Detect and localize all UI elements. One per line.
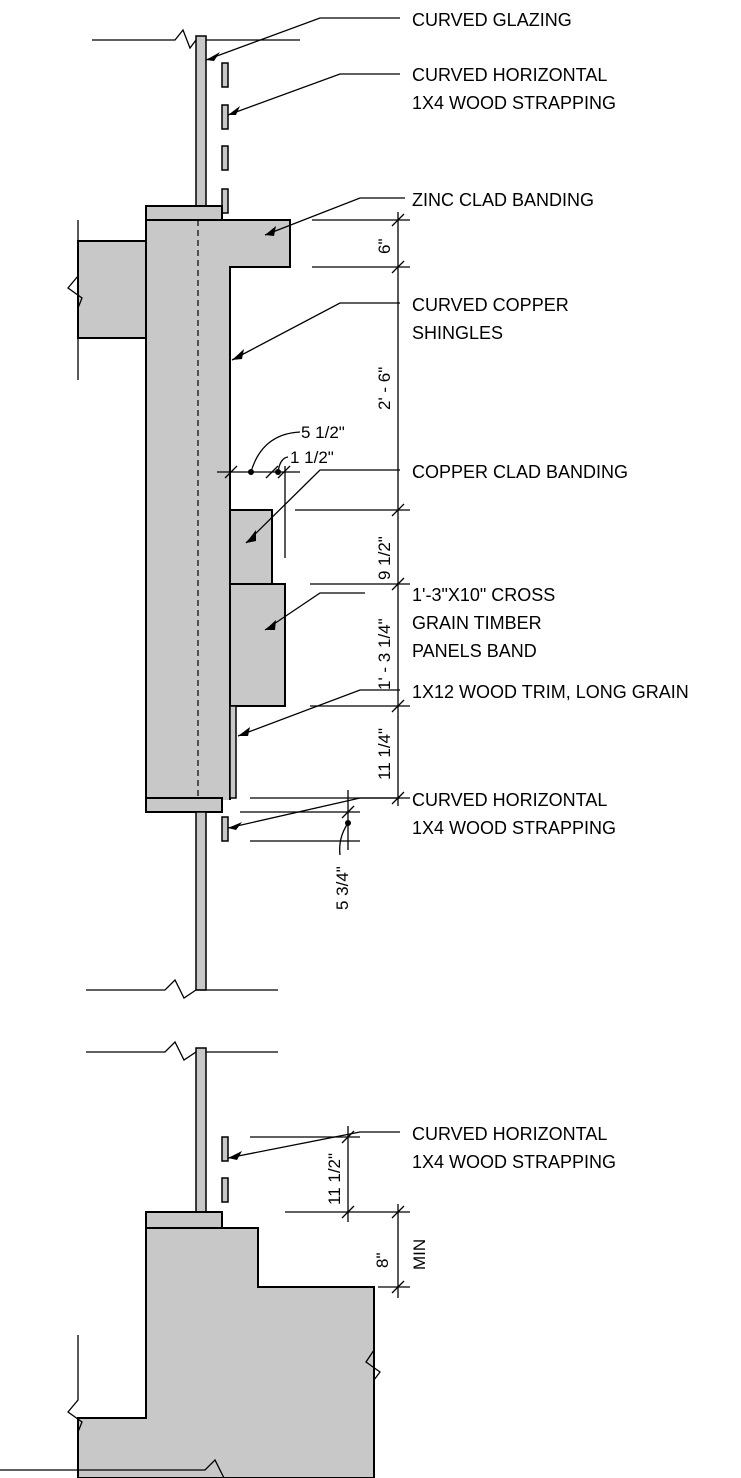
timber-panel-band — [229, 583, 286, 707]
label-copper-shingles-1: CURVED COPPER — [412, 295, 569, 315]
foundation-wall — [77, 1227, 375, 1478]
leader-shingles — [231, 302, 400, 361]
dim-shingle-height: 2' - 6" — [375, 367, 394, 410]
dim-tick — [341, 805, 355, 819]
dim-base-min: MIN — [410, 1239, 429, 1270]
strapping-piece — [221, 188, 229, 214]
offset-leader — [277, 456, 289, 473]
label-timber-panels-2: GRAIN TIMBER — [412, 613, 542, 633]
foundation-break-right — [365, 1287, 381, 1478]
leader-copper-band — [245, 469, 400, 544]
offset-leader — [250, 431, 301, 473]
arrowhead — [228, 1151, 242, 1160]
dim-trim-height: 11 1/4" — [375, 728, 394, 780]
label-timber-panels-3: PANELS BAND — [412, 641, 537, 661]
labels: CURVED GLAZING CURVED HORIZONTAL 1X4 WOO… — [412, 10, 689, 1172]
arrowhead — [206, 52, 220, 61]
label-wood-trim: 1X12 WOOD TRIM, LONG GRAIN — [412, 682, 689, 702]
upper-dimensions — [217, 212, 410, 856]
sill-cap — [145, 1211, 223, 1229]
leader-strapping-top — [227, 73, 400, 116]
arrowhead — [232, 349, 244, 360]
label-strapping-top-2: 1X4 WOOD STRAPPING — [412, 93, 616, 113]
break-line-top — [92, 28, 300, 50]
leader-strapping-low — [227, 1131, 400, 1159]
arrowhead — [228, 106, 240, 115]
upper-assembly — [67, 28, 300, 999]
curved-glazing-panel-base — [195, 1047, 207, 1215]
top-cap-flashing — [145, 205, 223, 221]
leader-zinc — [264, 197, 405, 236]
leader-trim — [237, 689, 400, 737]
dim-tick — [224, 465, 291, 479]
dim-base-height: 8" — [373, 1253, 392, 1269]
curved-glazing-panel-lower — [195, 811, 207, 991]
dim-timber-band-height: 1' - 3 1/4" — [375, 618, 394, 690]
label-strapping-low-2: 1X4 WOOD STRAPPING — [412, 1152, 616, 1172]
dimension-text: 6" 2' - 6" 9 1/2" 1' - 3 1/4" 11 1/4" 5 … — [290, 239, 429, 1271]
leader-glazing — [205, 17, 400, 61]
dim-strap-offset: 5 3/4" — [333, 866, 352, 910]
strapping-piece — [221, 1177, 229, 1203]
dim-strap-spacing: 11 1/2" — [325, 1153, 344, 1205]
strapping-piece — [221, 145, 229, 171]
label-strapping-mid-2: 1X4 WOOD STRAPPING — [412, 818, 616, 838]
leader-strapping-mid — [227, 797, 400, 829]
label-curved-glazing: CURVED GLAZING — [412, 10, 572, 30]
arrowhead — [265, 226, 276, 236]
wood-trim — [229, 705, 237, 799]
offset-leader — [339, 822, 349, 856]
break-line-mid-upper — [86, 978, 278, 999]
label-zinc-banding: ZINC CLAD BANDING — [412, 190, 594, 210]
label-strapping-low-1: CURVED HORIZONTAL — [412, 1124, 607, 1144]
strapping-piece — [221, 104, 229, 130]
lower-annotations — [227, 1126, 410, 1298]
dim-tick — [341, 1130, 355, 1219]
dim-offset-5-1-2: 5 1/2" — [301, 423, 345, 442]
wall-column — [146, 267, 230, 800]
arrowhead — [238, 727, 250, 736]
arrowhead — [246, 530, 256, 543]
copper-clad-band — [229, 509, 273, 585]
arrowhead — [265, 620, 276, 630]
curved-glazing-panel — [195, 35, 207, 209]
dim-tick — [391, 1205, 405, 1294]
break-line-bottom — [0, 1458, 225, 1478]
strapping-piece — [221, 62, 229, 88]
arrowhead — [228, 822, 242, 830]
lower-assembly — [0, 1040, 381, 1478]
break-line-mid-lower — [86, 1040, 278, 1061]
dim-zinc-height: 6" — [375, 239, 394, 255]
dim-offset-1-1-2: 1 1/2" — [290, 448, 334, 467]
label-timber-panels-1: 1'-3"X10" CROSS — [412, 585, 555, 605]
strapping-piece — [221, 1136, 229, 1162]
dim-tick — [391, 213, 405, 805]
label-copper-shingles-2: SHINGLES — [412, 323, 503, 343]
leader-timber — [264, 592, 365, 631]
upper-leaders — [205, 17, 405, 830]
label-copper-banding: COPPER CLAD BANDING — [412, 462, 628, 482]
bottom-cap-flashing — [145, 797, 223, 813]
strapping-piece — [221, 816, 229, 842]
label-strapping-mid-1: CURVED HORIZONTAL — [412, 790, 607, 810]
foundation-break-left — [67, 1335, 83, 1478]
label-strapping-top-1: CURVED HORIZONTAL — [412, 65, 607, 85]
dim-copper-band-height: 9 1/2" — [375, 536, 394, 580]
slab-break-line — [67, 220, 83, 380]
